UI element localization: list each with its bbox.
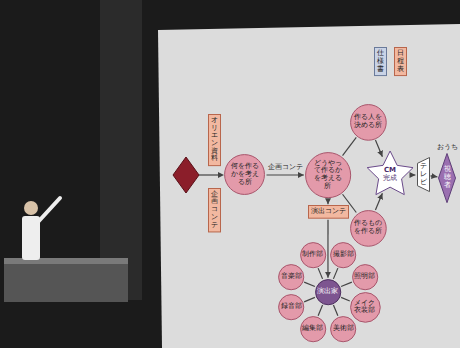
flow-line [199, 174, 218, 175]
flow-arrow [267, 174, 304, 175]
department-circle-shape [331, 242, 356, 267]
department-circle: 音楽部 [278, 264, 304, 290]
node-label: 演出家 [317, 288, 338, 296]
flow-arrow [333, 305, 337, 316]
process-circle: 作る人を決める所 [350, 104, 387, 141]
director-circle: 演出家 [315, 279, 341, 305]
document-box: オリエン資料 [208, 114, 221, 166]
node-label: オリエン資料 [211, 117, 218, 163]
department-circle-shape [300, 316, 325, 341]
node-label: 照明部 [354, 273, 375, 281]
podium [4, 262, 128, 302]
media-shape-shape [417, 158, 429, 192]
flow-arrow [327, 220, 328, 278]
process-circle-shape [350, 104, 386, 140]
flow-arrow [375, 193, 382, 210]
process-circle-shape [350, 210, 386, 246]
document-box: 日程表 [394, 47, 407, 76]
flow-arrow [304, 297, 315, 301]
start-diamond [173, 157, 199, 193]
flow-arrow [333, 268, 337, 279]
node-label: どうやって作るかを考える所 [313, 160, 342, 191]
department-circle-shape [300, 242, 325, 267]
node-label: 作るものを作る所 [353, 220, 382, 235]
document-box-shape [208, 114, 220, 165]
node-label: 完成 [383, 175, 397, 183]
flow-arrow [318, 268, 322, 279]
node-label: 何を作るかを考える所 [230, 163, 259, 186]
department-circle-shape [278, 295, 303, 320]
flow-arrow [304, 282, 315, 286]
result-star-shape [367, 151, 413, 195]
department-circle: 照明部 [352, 264, 378, 290]
flow-arrow [343, 137, 357, 155]
node-label: テレビ [420, 163, 427, 186]
node-label: 音楽部 [281, 273, 302, 281]
node-label: 制作部 [302, 251, 323, 259]
speaker-head [24, 201, 38, 215]
audience-diamond-shape [439, 153, 456, 202]
node-label: 仕様書 [377, 50, 384, 73]
process-circle: どうやって作るかを考える所 [305, 152, 351, 198]
flow-arrow [410, 174, 416, 175]
node-label: 撮影部 [333, 251, 354, 259]
projection-screen [158, 24, 460, 348]
department-circle: 録音部 [278, 294, 304, 320]
result-title: CM [383, 167, 397, 175]
department-circle: メイク衣装部 [350, 292, 381, 323]
curtain [100, 0, 142, 300]
process-circle-shape [225, 155, 265, 195]
speaker-arm [38, 198, 60, 222]
document-box-shape [308, 206, 348, 219]
process-circle: 何を作るかを考える所 [224, 154, 265, 195]
flow-arrow [375, 140, 382, 157]
document-box: 仕様書 [374, 47, 387, 76]
node-heading: おうち [437, 144, 458, 152]
arrow-head [218, 172, 224, 178]
document-box: 企画コンテ [208, 188, 221, 232]
department-circle-shape [352, 264, 377, 289]
department-circle: 撮影部 [330, 242, 356, 268]
document-box: 演出コンテ [308, 205, 349, 219]
department-circle-shape [278, 264, 303, 289]
edge-label: 企画コンテ [267, 164, 304, 172]
node-label: 企画コンテ [211, 191, 218, 229]
process-circle: 作るものを作る所 [350, 210, 387, 247]
node-label: 編集部 [302, 325, 323, 333]
node-label: 演出コンテ [311, 208, 346, 216]
node-label: 日程表 [397, 50, 404, 73]
node-label: 録音部 [281, 303, 302, 311]
result-star: CM完成 [366, 151, 414, 199]
document-box-shape [374, 48, 386, 76]
node-label: 視聴者 [444, 166, 451, 189]
flow-arrow [318, 305, 322, 316]
document-box-shape [208, 188, 220, 231]
flow-arrow [327, 199, 328, 204]
podium-top [4, 258, 128, 264]
document-box-shape [394, 48, 406, 76]
department-circle-shape [350, 292, 380, 322]
department-circle: 編集部 [300, 316, 326, 342]
department-circle: 制作部 [300, 242, 326, 268]
flow-arrow [430, 175, 437, 177]
media-shape: テレビ [417, 157, 430, 192]
process-circle-shape [305, 152, 350, 197]
director-circle-shape [315, 279, 340, 304]
node-label: 作る人を決める所 [353, 114, 382, 129]
audience-diamond: 視聴者おうち [438, 153, 456, 203]
node-label: メイク衣装部 [354, 300, 376, 315]
department-circle-shape [331, 316, 356, 341]
flow-arrow [341, 282, 352, 286]
node-label: 美術部 [333, 325, 354, 333]
flow-arrow [341, 297, 350, 301]
department-circle: 美術部 [330, 316, 356, 342]
